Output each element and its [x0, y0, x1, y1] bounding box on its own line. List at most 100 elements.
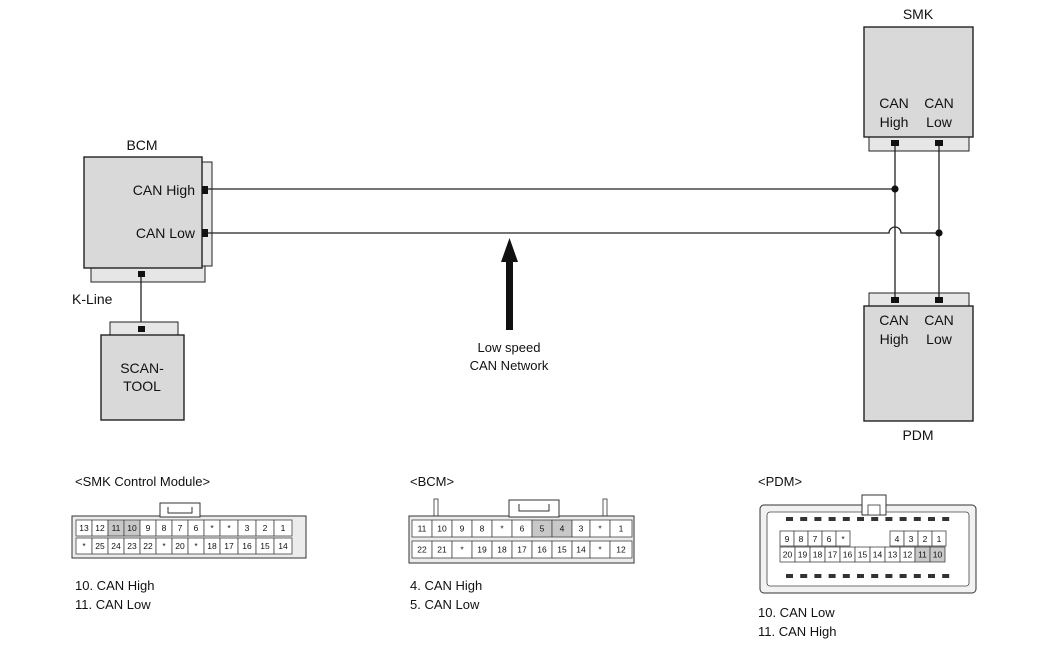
smk-bottom-pin-label: * — [162, 541, 166, 551]
smk-can-high-label-1: CAN — [879, 95, 909, 111]
bcm-bottom-pin-label: 21 — [437, 545, 447, 555]
smk-bottom-pin-label: * — [82, 541, 86, 551]
smk-top-pin-label: 2 — [263, 523, 268, 533]
bcm-bottom-pin-label: 17 — [517, 545, 527, 555]
bcm-top-pin-cell — [609, 519, 633, 538]
network-label-line2: CAN Network — [470, 358, 549, 373]
pdm-terminal-tooth — [885, 574, 893, 578]
k-line-label: K-Line — [72, 291, 113, 307]
pdm-bottom-pin-cell — [929, 546, 946, 563]
pdm-terminal-tooth — [857, 574, 864, 578]
bcm-bottom-pin-cell — [609, 540, 633, 559]
pdm-terminal-tooth — [899, 574, 907, 578]
pdm-terminal-tooth — [928, 517, 935, 521]
scan-tool-label-2: TOOL — [123, 378, 161, 394]
bcm-top-pin-label: 10 — [437, 524, 447, 534]
smk-bottom-pin-label: * — [194, 541, 198, 551]
smk-can-low-label-1: CAN — [924, 95, 954, 111]
smk-bottom-pin-label: 24 — [111, 541, 121, 551]
pdm-can-high-pin — [891, 297, 899, 303]
pdm-bottom-pin-label: 12 — [903, 550, 913, 560]
bcm-kline-pin — [138, 271, 145, 277]
smk-top-pin-label: * — [210, 523, 214, 533]
scan-tool-body — [100, 334, 185, 421]
pdm-terminal-tooth — [828, 517, 836, 521]
pdm-terminal-tooth — [814, 517, 822, 521]
bcm-bottom-pin-label: 15 — [557, 545, 567, 555]
pdm-top-pin-label: 4 — [895, 534, 900, 544]
pdm-terminal-tooth — [786, 574, 793, 578]
pdm-terminal-tooth — [814, 574, 822, 578]
smk-top-pin-label: 3 — [245, 523, 250, 533]
pdm-top-pin-label: * — [841, 534, 845, 544]
bcm-can-high-pin — [202, 186, 208, 194]
pdm-can-low-pin — [935, 297, 943, 303]
network-label-line1: Low speed — [478, 340, 541, 355]
smk-bottom-pin-label: 16 — [242, 541, 252, 551]
scan-tool-pin — [138, 326, 145, 332]
bcm-bottom-pin-label: 12 — [616, 545, 626, 555]
pdm-bottom-pin-label: 16 — [843, 550, 853, 560]
can-high-splice — [891, 185, 899, 193]
pdm-top-pin-cell — [835, 530, 851, 547]
smk-top-pin-label: 11 — [112, 523, 121, 533]
bcm-top-pin-label: 11 — [418, 524, 427, 534]
pdm-top-pin-label: 6 — [827, 534, 832, 544]
smk-note-1: 10. CAN High — [75, 578, 154, 593]
pdm-module: CAN High CAN Low PDM — [863, 292, 974, 443]
pdm-bottom-pin-label: 20 — [783, 550, 793, 560]
bcm-bottom-pin-label: 14 — [576, 545, 586, 555]
smk-bottom-pin-label: 17 — [224, 541, 234, 551]
smk-body — [863, 26, 974, 138]
pdm-can-high-label-1: CAN — [879, 312, 909, 328]
smk-bottom-pin-label: 22 — [143, 541, 153, 551]
pdm-terminal-tooth — [800, 517, 808, 521]
pdm-bottom-pin-label: 14 — [873, 550, 883, 560]
smk-bottom-pin-label: 25 — [95, 541, 105, 551]
bcm-top-pin-label: 8 — [480, 524, 485, 534]
bcm-can-low-label: CAN Low — [136, 225, 196, 241]
smk-top-pin-label: 6 — [194, 523, 199, 533]
pointer-arrow-shaft — [506, 258, 513, 330]
bcm-connector-latch — [508, 499, 560, 518]
smk-top-pin-label: * — [227, 523, 231, 533]
pdm-bottom-pin-label: 15 — [858, 550, 868, 560]
pdm-bottom-pin-label: 18 — [813, 550, 823, 560]
scan-tool: K-Line SCAN- TOOL — [72, 277, 185, 421]
smk-can-high-pin — [891, 140, 899, 146]
pdm-top-pin-label: 9 — [785, 534, 790, 544]
pdm-terminal-tooth — [871, 517, 879, 521]
pdm-top-teeth — [786, 517, 950, 521]
bcm-title: BCM — [126, 137, 157, 153]
bcm-top-pin-label: 1 — [619, 524, 624, 534]
can-low-splice — [935, 229, 943, 237]
smk-bottom-pin-label: 23 — [127, 541, 137, 551]
bcm-body — [83, 156, 203, 269]
smk-top-pin-label: 13 — [79, 523, 89, 533]
pdm-body — [863, 305, 974, 422]
bcm-bottom-pin-label: 22 — [417, 545, 427, 555]
smk-can-low-label-2: Low — [926, 114, 953, 130]
pdm-terminal-tooth — [899, 517, 907, 521]
smk-latch-detail — [167, 507, 193, 514]
bcm-top-pin-label: 6 — [520, 524, 525, 534]
pdm-bottom-pin-label: 17 — [828, 550, 838, 560]
pdm-bottom-pin-label: 19 — [798, 550, 808, 560]
pdm-note-1: 10. CAN Low — [758, 605, 835, 620]
bcm-top-pin-label: * — [598, 524, 602, 534]
bcm-top-pin-label: 5 — [540, 524, 545, 534]
smk-top-pin-label: 8 — [162, 523, 167, 533]
pdm-top-pin-label: 2 — [923, 534, 928, 544]
pdm-terminal-tooth — [842, 517, 850, 521]
pdm-terminal-tooth — [885, 517, 893, 521]
pdm-latch-detail — [867, 504, 881, 516]
pdm-can-high-label-2: High — [880, 331, 909, 347]
pdm-note-2: 11. CAN High — [758, 624, 837, 639]
bcm-top-pin-label: * — [500, 524, 504, 534]
pointer-arrow-icon — [501, 238, 518, 262]
bcm-bottom-pin-label: 16 — [537, 545, 547, 555]
pdm-terminal-tooth — [786, 517, 793, 521]
